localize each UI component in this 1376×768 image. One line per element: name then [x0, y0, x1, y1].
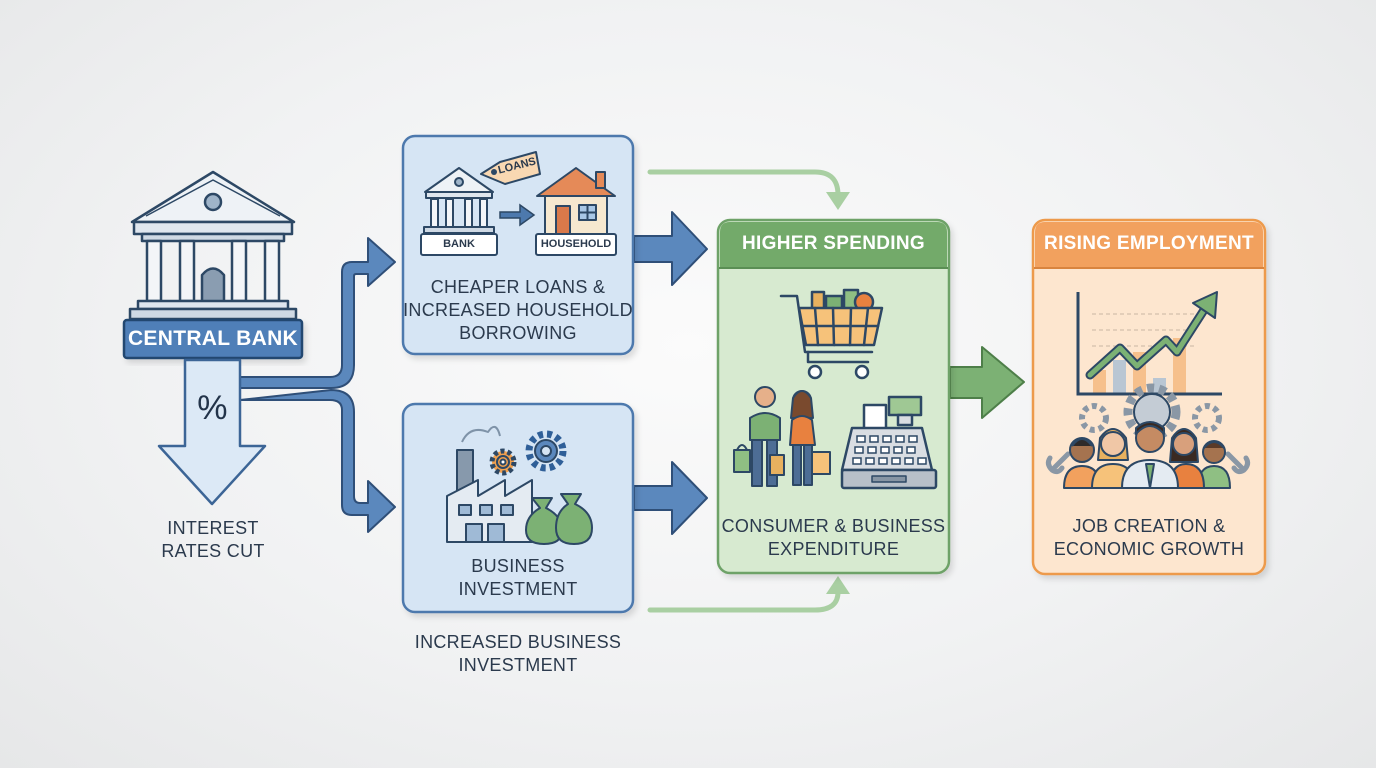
business-caption: INCREASED BUSINESS INVESTMENT [414, 632, 622, 675]
branch-connector [239, 237, 396, 389]
spending-header-band [720, 222, 947, 268]
percent-symbol: % [197, 389, 228, 427]
central-bank-banner [122, 318, 304, 360]
arrow-business-to-spending [633, 461, 708, 535]
loans-tag-icon [480, 151, 541, 185]
gears-icon [489, 430, 567, 476]
spending-label: CONSUMER & BUSINESS EXPENDITURE [721, 516, 946, 559]
factory-icon [446, 425, 533, 543]
feedback-arrowhead-top [826, 192, 850, 210]
employment-label: JOB CREATION & ECONOMIC GROWTH [1053, 516, 1245, 559]
connector-arrows [239, 211, 708, 535]
employment-header-band [1035, 222, 1263, 268]
feedback-arrowhead-bottom [826, 576, 850, 594]
business-label: BUSINESS INVESTMENT [458, 556, 578, 599]
shoppers-icon [733, 386, 831, 487]
shopping-cart-icon [779, 288, 884, 380]
household-tag-label: HOUSEHOLD [540, 238, 612, 250]
branch-connector-lower [239, 389, 396, 533]
central-bank-label: CENTRAL BANK [127, 327, 299, 350]
central-bank-icon [128, 170, 298, 321]
spending-header: HIGHER SPENDING [742, 233, 925, 254]
loans-label: CHEAPER LOANS & INCREASED HOUSEHOLD BORR… [403, 277, 633, 343]
bank-tag-label: BANK [443, 238, 475, 250]
transfer-arrow-icon [499, 203, 536, 227]
growth-chart-icon [1076, 291, 1222, 396]
register-keys [852, 435, 927, 465]
rate-cut-label: INTEREST RATES CUT [161, 518, 265, 561]
money-bags-icon [525, 493, 593, 545]
workers-group-icon [1045, 421, 1251, 489]
feedback-arrows [647, 169, 841, 613]
employment-header: RISING EMPLOYMENT [1044, 233, 1254, 254]
house-icon [535, 167, 617, 256]
arrow-spending-to-employment [949, 346, 1025, 419]
rate-cut-arrow [157, 358, 267, 506]
arrow-loans-to-spending [633, 211, 708, 286]
bank-icon [420, 167, 498, 256]
gears-background-icon [1079, 383, 1222, 441]
